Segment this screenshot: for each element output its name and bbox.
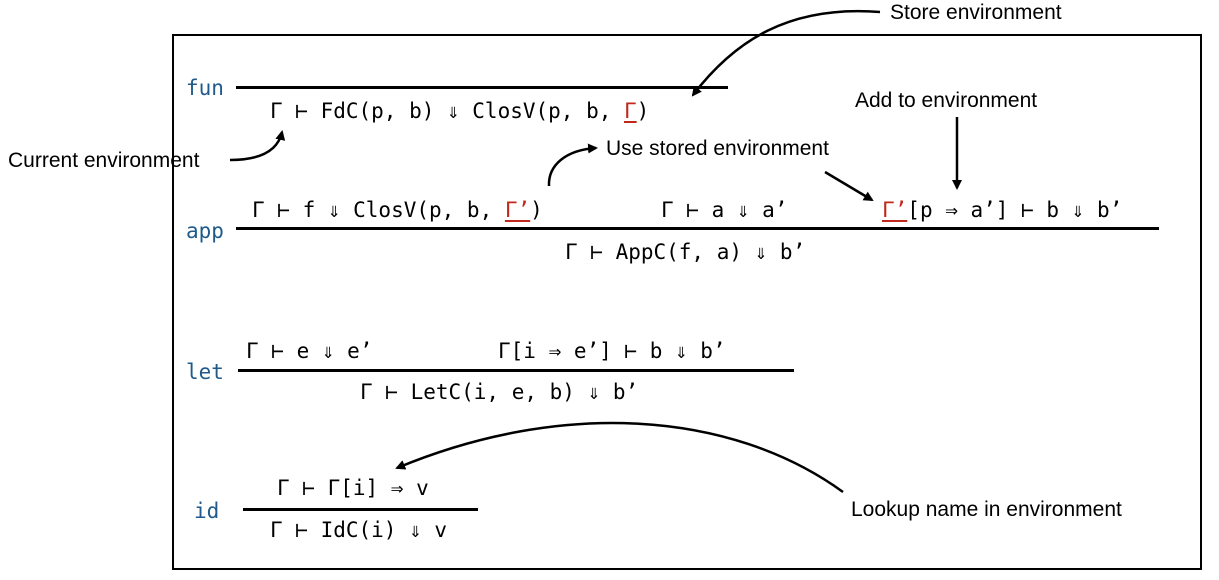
annotation-add-to-environment: Add to environment [855, 89, 1038, 112]
use-stored-env-arrow [547, 143, 598, 187]
app-premise-3: Γ’[p ⇒ a’] ⊢ b ⇓ b’ [882, 200, 1122, 221]
app-premise-3-text: [p ⇒ a’] ⊢ b ⇓ b’ [907, 198, 1123, 222]
let-premise-2: Γ[i ⇒ e’] ⊢ b ⇓ b’ [498, 339, 726, 363]
app-premise-2: Γ ⊢ a ⇓ a’ [661, 198, 788, 222]
app-env-highlight: Γ’ [504, 198, 531, 222]
fun-conclusion: Γ ⊢ FdC(p, b) ⇓ ClosV(p, b, Γ) [270, 101, 649, 122]
rules-frame [172, 34, 1202, 570]
current-env-arrow [229, 130, 286, 162]
app-extended-env-highlight: Γ’ [882, 198, 908, 222]
use-to-extended-env-arrow [824, 170, 874, 202]
let-premise-1: Γ ⊢ e ⇓ e’ [246, 339, 373, 363]
rule-name-let: let [186, 360, 224, 384]
app-conclusion: Γ ⊢ AppC(f, a) ⇓ b’ [565, 240, 806, 264]
lookup-arrow [395, 421, 844, 494]
id-conclusion: Γ ⊢ IdC(i) ⇓ v [270, 518, 448, 542]
let-inference-line [238, 369, 794, 372]
annotation-use-stored-environment: Use stored environment [606, 137, 829, 160]
annotation-lookup-name: Lookup name in environment [851, 498, 1122, 521]
app-inference-line [236, 227, 1159, 230]
fun-conclusion-close: ) [636, 99, 650, 123]
fun-inference-line [236, 86, 728, 89]
annotation-current-environment: Current environment [8, 149, 200, 172]
rule-name-fun: fun [186, 76, 224, 100]
store-env-arrow [691, 9, 881, 97]
let-conclusion: Γ ⊢ LetC(i, e, b) ⇓ b’ [360, 380, 639, 404]
id-premise: Γ ⊢ Γ[i] ⇒ v [277, 476, 429, 500]
id-inference-line [243, 508, 478, 511]
app-premise-1-text: Γ ⊢ f ⇓ ClosV(p, b, [252, 198, 505, 222]
app-premise-1: Γ ⊢ f ⇓ ClosV(p, b, Γ’) [252, 200, 543, 221]
rule-name-app: app [186, 219, 224, 243]
annotation-store-environment: Store environment [890, 1, 1062, 24]
app-premise-1-close: ) [530, 198, 543, 222]
rule-name-id: id [194, 499, 220, 523]
fun-conclusion-text: Γ ⊢ FdC(p, b) ⇓ ClosV(p, b, [270, 99, 625, 123]
fun-env-highlight: Γ [624, 99, 637, 123]
